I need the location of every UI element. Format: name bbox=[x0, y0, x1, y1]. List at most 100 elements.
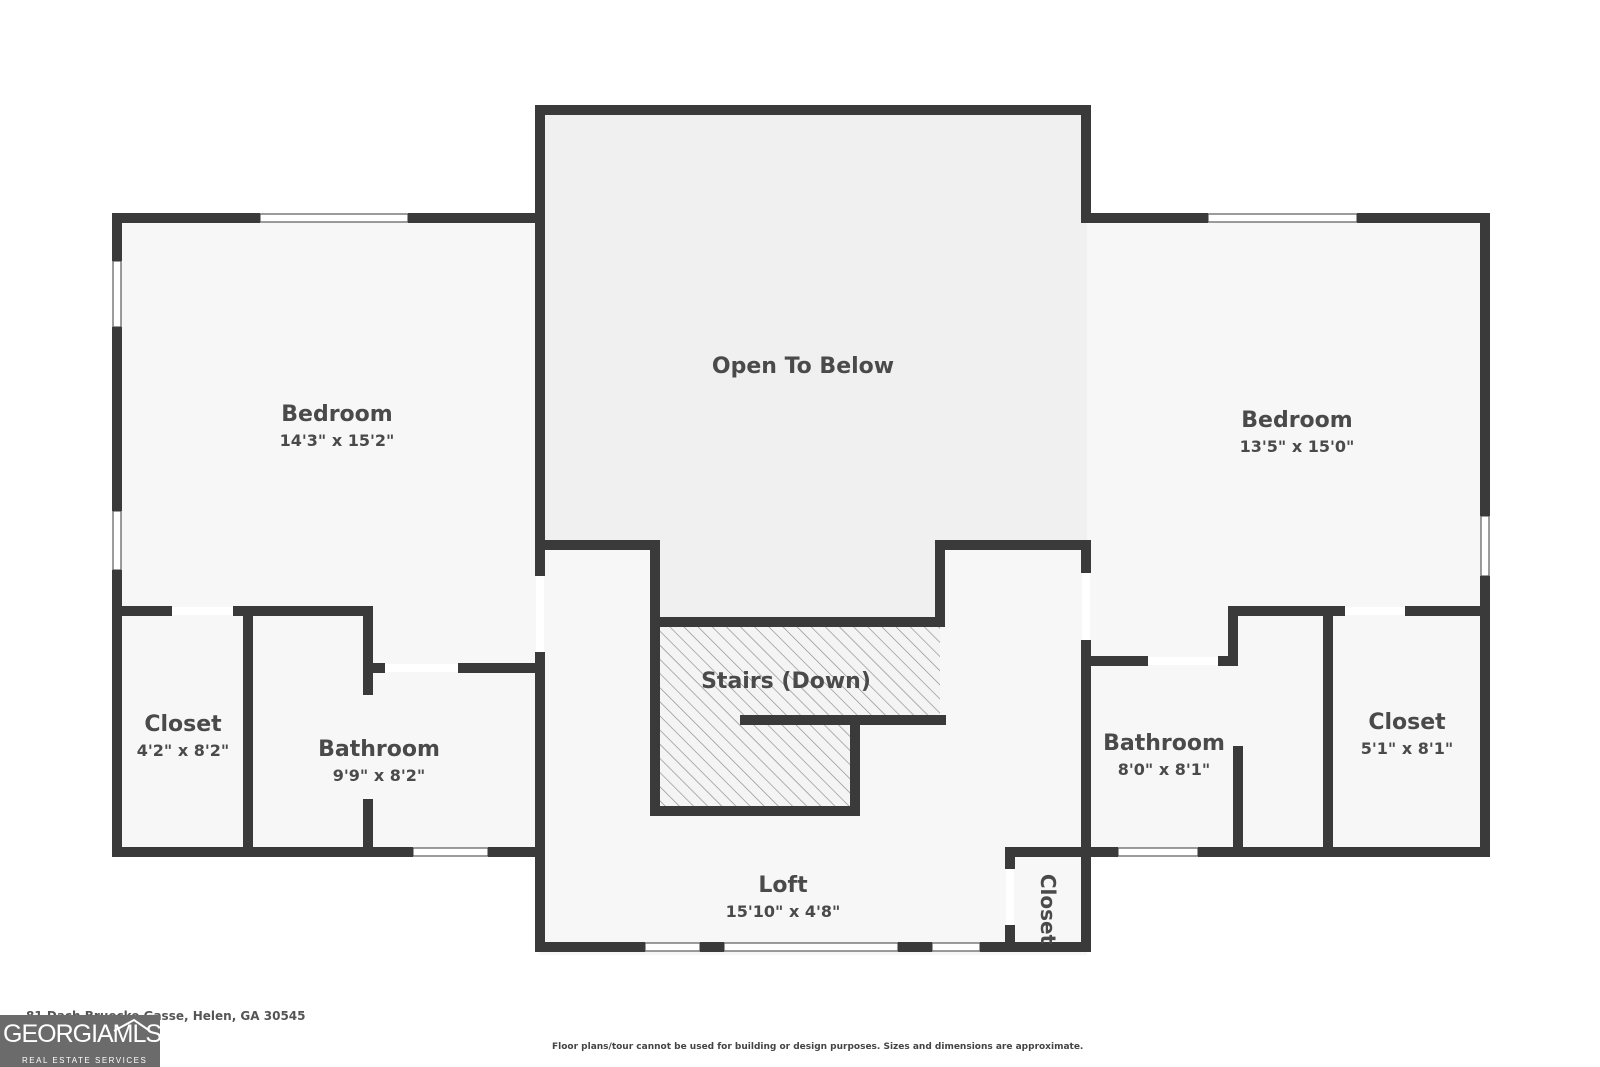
floor-open-bay bbox=[657, 545, 936, 617]
floor-bedroom-left bbox=[117, 219, 539, 610]
openings bbox=[112, 213, 1490, 952]
wall bbox=[740, 715, 946, 725]
room-name-closet-small: Closet bbox=[1036, 874, 1060, 945]
wall bbox=[935, 540, 945, 627]
logo-tagline: REAL ESTATE SERVICES bbox=[22, 1056, 148, 1065]
room-name-bedroom-right: Bedroom bbox=[1241, 408, 1352, 433]
wall bbox=[1233, 746, 1243, 857]
room-dims-closet-right: 5'1" x 8'1" bbox=[1361, 739, 1453, 758]
wall bbox=[650, 540, 660, 816]
room-dims-closet-left: 4'2" x 8'2" bbox=[137, 741, 229, 760]
wall bbox=[488, 847, 545, 857]
floor-right-wing-lower bbox=[1087, 606, 1481, 852]
wall bbox=[1081, 105, 1091, 220]
wall bbox=[233, 606, 371, 616]
wall bbox=[363, 663, 385, 673]
door-opening bbox=[385, 664, 458, 672]
window bbox=[644, 942, 701, 952]
disclaimer-text: Floor plans/tour cannot be used for buil… bbox=[552, 1042, 1084, 1052]
floor-fills bbox=[117, 113, 1481, 955]
window bbox=[112, 260, 122, 328]
door-opening bbox=[1006, 869, 1014, 925]
room-name-closet-left: Closet bbox=[144, 712, 222, 737]
wall bbox=[1198, 847, 1490, 857]
wall bbox=[1405, 606, 1490, 616]
wall bbox=[1005, 847, 1015, 869]
door-opening bbox=[1082, 573, 1090, 640]
door-opening bbox=[172, 607, 233, 615]
window bbox=[112, 510, 122, 571]
wall bbox=[650, 806, 860, 816]
wall bbox=[898, 942, 932, 952]
wall bbox=[1005, 925, 1015, 952]
wall bbox=[1081, 656, 1148, 666]
wall bbox=[935, 540, 1091, 550]
floor-bedroom-right bbox=[1087, 219, 1481, 610]
wall bbox=[112, 847, 413, 857]
room-name-closet-right: Closet bbox=[1368, 710, 1446, 735]
wall bbox=[112, 213, 260, 223]
window bbox=[1207, 213, 1358, 223]
room-name-loft: Loft bbox=[758, 873, 808, 898]
room-name-open-to-below: Open To Below bbox=[712, 354, 894, 379]
room-name-stairs: Stairs (Down) bbox=[701, 669, 871, 694]
door-opening bbox=[536, 576, 544, 652]
room-dims-bedroom-right: 13'5" x 15'0" bbox=[1240, 437, 1355, 456]
wall bbox=[980, 942, 1091, 952]
door-opening bbox=[1345, 607, 1405, 615]
floor-left-wing-lower bbox=[117, 606, 539, 852]
doors bbox=[172, 573, 1405, 925]
wall bbox=[363, 663, 373, 695]
room-dims-bathroom-left: 9'9" x 8'2" bbox=[333, 766, 425, 785]
wall bbox=[535, 652, 545, 952]
roof-icon bbox=[113, 1018, 151, 1032]
wall bbox=[112, 570, 122, 857]
wall bbox=[850, 715, 860, 816]
wall bbox=[1480, 576, 1490, 857]
window bbox=[412, 847, 489, 857]
wall bbox=[535, 105, 545, 220]
wall bbox=[112, 213, 122, 261]
window bbox=[259, 213, 409, 223]
wall bbox=[1480, 213, 1490, 516]
floor-open-to-below bbox=[539, 113, 1087, 549]
room-name-bedroom-left: Bedroom bbox=[281, 402, 392, 427]
wall bbox=[363, 799, 373, 857]
wall bbox=[243, 606, 253, 857]
wall bbox=[1081, 540, 1091, 573]
wall bbox=[408, 213, 545, 223]
room-dims-bedroom-left: 14'3" x 15'2" bbox=[280, 431, 395, 450]
wall bbox=[1228, 606, 1345, 616]
wall bbox=[1081, 847, 1118, 857]
wall bbox=[535, 213, 545, 576]
room-labels: Open To Below Bedroom 14'3" x 15'2" Bedr… bbox=[137, 354, 1453, 945]
wall bbox=[1228, 606, 1238, 666]
logo-wordmark: GEORGIAMLS bbox=[3, 1020, 162, 1048]
wall bbox=[112, 606, 172, 616]
window bbox=[1480, 515, 1490, 577]
wall bbox=[535, 942, 645, 952]
wall bbox=[535, 540, 660, 550]
wall bbox=[458, 663, 545, 673]
room-dims-loft: 15'10" x 4'8" bbox=[726, 902, 841, 921]
wall bbox=[700, 942, 724, 952]
room-name-bathroom-right: Bathroom bbox=[1103, 731, 1225, 756]
wall bbox=[363, 606, 373, 666]
georgiamls-logo: GEORGIAMLS REAL ESTATE SERVICES bbox=[0, 1015, 162, 1067]
window bbox=[931, 942, 981, 952]
wall bbox=[1357, 213, 1490, 223]
wall bbox=[650, 617, 945, 627]
room-name-bathroom-left: Bathroom bbox=[318, 737, 440, 762]
window bbox=[1117, 847, 1199, 857]
wall bbox=[1081, 213, 1208, 223]
walls bbox=[112, 105, 1490, 952]
door-opening bbox=[1148, 657, 1218, 665]
wall bbox=[1005, 847, 1091, 857]
wall bbox=[112, 327, 122, 511]
window bbox=[723, 942, 899, 952]
wall bbox=[1081, 640, 1091, 952]
wall bbox=[535, 105, 1091, 115]
wall bbox=[1323, 606, 1333, 857]
room-dims-bathroom-right: 8'0" x 8'1" bbox=[1118, 760, 1210, 779]
